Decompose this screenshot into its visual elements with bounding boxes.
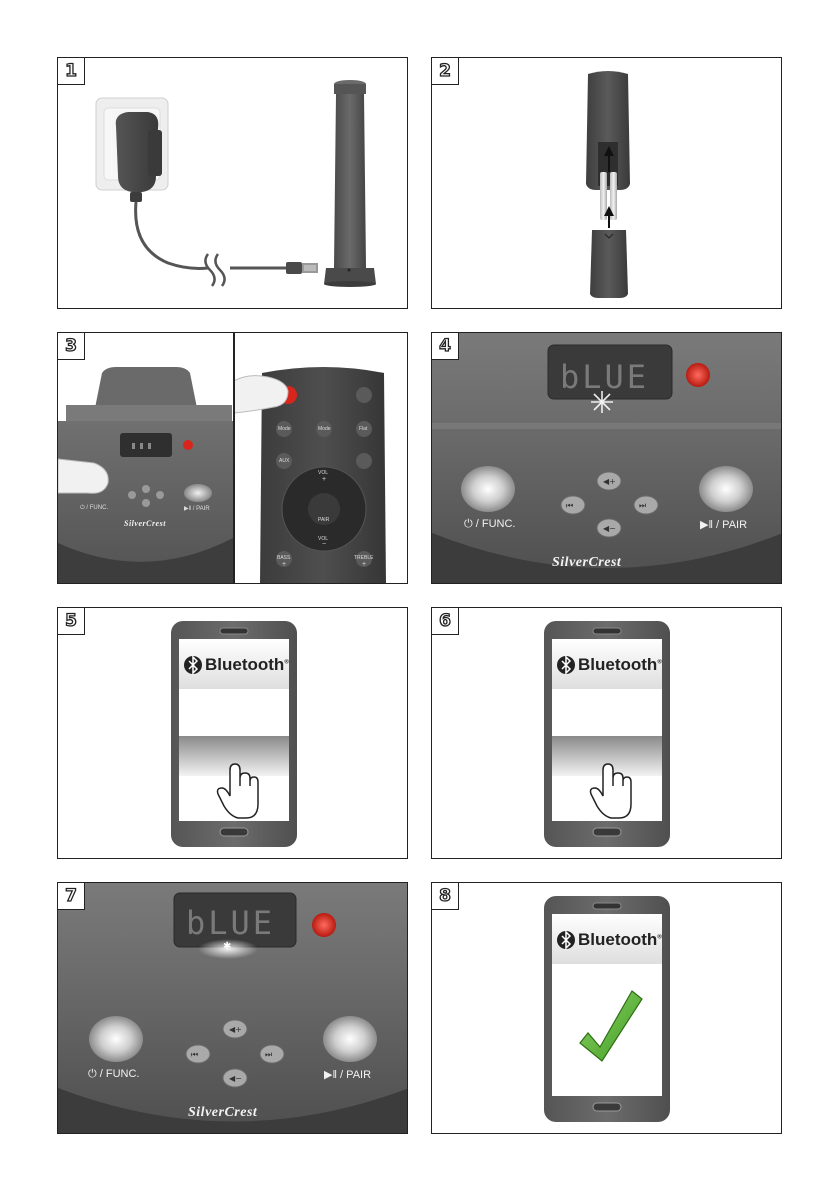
bluetooth-wordmark-text: Bluetooth — [205, 655, 284, 674]
panel-number: 6 — [432, 608, 459, 635]
panel-number: 1 — [58, 58, 85, 85]
svg-text:⏮: ⏮ — [566, 501, 573, 510]
pair-center-label: PAIR — [318, 517, 329, 523]
adapter-illustration — [58, 58, 408, 309]
registered-mark: ® — [657, 659, 661, 665]
power-cable — [136, 202, 208, 268]
pair-label: ▶︎‖ / PAIR — [700, 518, 747, 531]
panel-6: 6 Bluetooth® — [431, 607, 782, 859]
battery-insertion-illustration — [432, 58, 782, 309]
panel-3: 3 ⏻ / FUNC. ▶︎‖ / PAIR SilverCrest — [57, 332, 408, 584]
smartphone — [432, 883, 782, 1134]
func-label: ⏻ / FUNC. — [464, 518, 515, 531]
svg-text:◀+: ◀+ — [229, 1025, 242, 1034]
brand-logo: SilverCrest — [124, 519, 166, 528]
pair-button — [323, 1016, 377, 1062]
panel-number: 7 — [58, 883, 85, 910]
panel-number: 3 — [58, 333, 85, 360]
smartphone — [58, 608, 408, 859]
vol-minus-label: − — [322, 541, 326, 548]
bluetooth-icon — [184, 656, 202, 674]
svg-text:◀−: ◀− — [229, 1074, 242, 1083]
power-led — [183, 440, 193, 450]
mode-button-label: Mode — [318, 426, 331, 432]
treble-plus-label: + — [362, 561, 366, 568]
pair-label: ▶︎‖ / PAIR — [324, 1068, 371, 1081]
func-label: ⏻ / FUNC. — [88, 1068, 139, 1081]
func-button — [89, 1016, 143, 1062]
panel-number: 4 — [432, 333, 459, 360]
func-label: ⏻ / FUNC. — [80, 505, 108, 512]
power-led — [312, 913, 336, 937]
device-top-view — [58, 333, 233, 584]
pair-label: ▶︎‖ / PAIR — [184, 505, 210, 512]
power-led — [686, 363, 710, 387]
bluetooth-wordmark: Bluetooth® — [578, 655, 662, 675]
panel-1: 1 — [57, 57, 408, 309]
flat-button-label: Flat — [359, 426, 367, 432]
aux-button-label: AUX — [279, 458, 289, 464]
pair-button — [699, 466, 753, 512]
svg-text:⏮: ⏮ — [191, 1050, 198, 1059]
bluetooth-wordmark-text: Bluetooth — [578, 655, 657, 674]
remote-back — [586, 71, 630, 190]
brand-logo: SilverCrest — [188, 1105, 257, 1121]
tower-speaker — [324, 80, 376, 287]
dc-plug — [286, 262, 318, 274]
smartphone — [432, 608, 782, 859]
bluetooth-wordmark: Bluetooth® — [205, 655, 289, 675]
bass-plus-label: + — [282, 561, 286, 568]
func-button — [461, 466, 515, 512]
bluetooth-icon — [557, 931, 575, 949]
panel-divider — [233, 333, 235, 584]
panel-7: 7 ◀+ ⏮ ⏭ ◀− bLUE ✱ ⏻ / FUNC. ▶︎‖ / PAIR Si… — [57, 882, 408, 1134]
panel-number: 8 — [432, 883, 459, 910]
registered-mark: ® — [657, 934, 661, 940]
brand-logo: SilverCrest — [552, 555, 621, 571]
mode-button-label: Mode — [278, 426, 291, 432]
bluetooth-icon: ✱ — [223, 941, 231, 952]
svg-text:⏭: ⏭ — [265, 1050, 272, 1059]
bluetooth-wordmark: Bluetooth® — [578, 930, 662, 950]
panel-number: 5 — [58, 608, 85, 635]
panel-8: 8 Bluetooth® — [431, 882, 782, 1134]
vol-plus-label: + — [322, 476, 326, 483]
display-text: bLUE — [186, 907, 275, 939]
svg-text:◀+: ◀+ — [603, 477, 616, 486]
panel-5: 5 Bluetooth® — [57, 607, 408, 859]
panel-number: 2 — [432, 58, 459, 85]
svg-text:⏭: ⏭ — [639, 501, 646, 510]
bluetooth-icon — [557, 656, 575, 674]
display-text: bLUE — [560, 361, 649, 393]
registered-mark: ® — [284, 659, 288, 665]
battery-cover — [590, 230, 628, 298]
remote-labels: Mode Mode Flat AUX VOL + PAIR VOL − BASS… — [234, 333, 408, 584]
panel-2: 2 — [431, 57, 782, 309]
svg-text:◀−: ◀− — [603, 524, 616, 533]
panel-4: 4 ◀+ ⏮ ⏭ ◀− bLUE ⏻ / FUNC. ▶︎‖ / PAIR Silv… — [431, 332, 782, 584]
bluetooth-wordmark-text: Bluetooth — [578, 930, 657, 949]
